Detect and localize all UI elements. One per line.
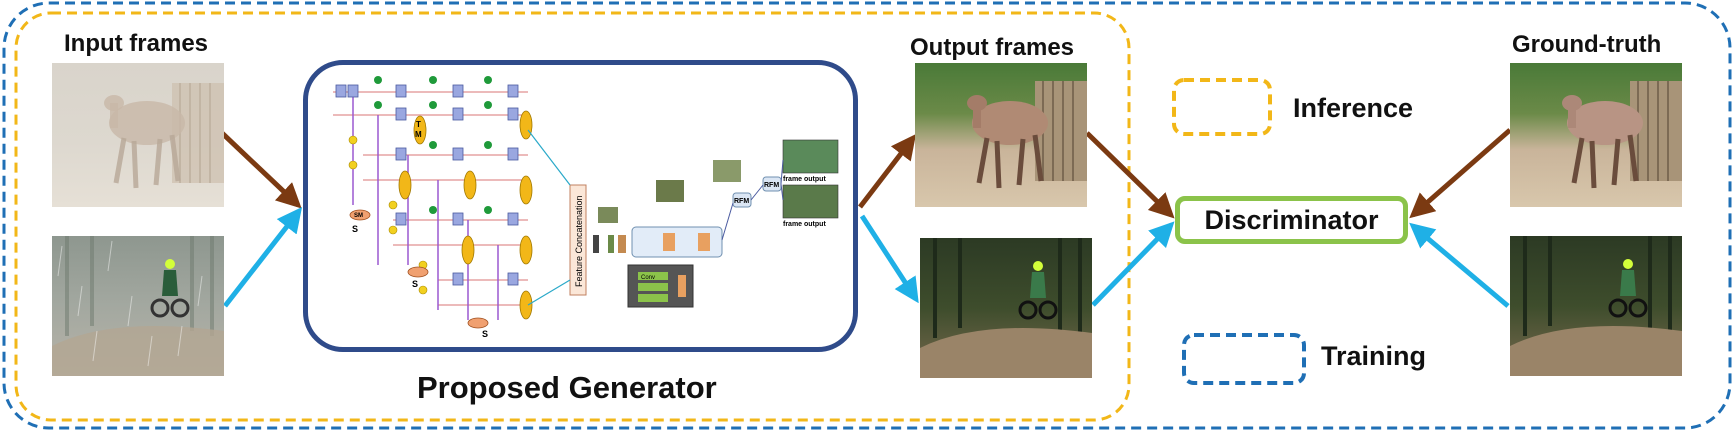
s2-label: S (412, 279, 418, 289)
generator-title: Proposed Generator (417, 370, 717, 405)
discriminator-box: Discriminator (1175, 196, 1408, 244)
arrow-generator-to-output2 (859, 214, 919, 304)
discriminator-label: Discriminator (1204, 204, 1379, 235)
feature-concat-label: Feature Concatenation (574, 195, 584, 287)
input-frames-label: Input frames (64, 30, 209, 57)
o-prev-frame-output-label: frame output (783, 176, 826, 183)
output-frames-label: Output frames (910, 34, 1075, 61)
input-frame-moto-rainy (52, 236, 224, 376)
ground-truth-frame-camel (1510, 63, 1682, 207)
moto-rainy-image (52, 236, 224, 376)
conv-label: Conv (641, 275, 655, 281)
moto-gt-image (1510, 236, 1682, 376)
camel-gt-image (1562, 81, 1682, 189)
generator-box: T M SM S S S Feature Concatenation Conv … (303, 60, 858, 352)
inference-region (14, 11, 1131, 422)
arrow-gt2-to-discriminator (1409, 222, 1510, 308)
rfm-label-1: RFM (734, 198, 749, 205)
inference-legend-label: Inference (1293, 93, 1414, 123)
training-legend-swatch (1182, 333, 1306, 385)
s3-label: S (482, 329, 488, 339)
tm-t-label: T (416, 120, 421, 129)
rfm-label-2: RFM (764, 182, 779, 189)
generator-schematic: T M SM S S S Feature Concatenation Conv … (333, 76, 839, 339)
arrow-generator-to-output1 (858, 134, 917, 209)
o-frame-output-label: frame output (783, 221, 826, 228)
output-frame-camel (915, 63, 1087, 207)
ground-truth-frame-moto (1510, 236, 1682, 376)
camel-clean-image (967, 81, 1087, 189)
arrow-output1-to-discriminator (1085, 131, 1175, 219)
feature-concat-block (569, 184, 587, 296)
sm-label: SM (354, 213, 363, 219)
moto-clean-image (920, 238, 1092, 378)
arrow-input2-to-generator (223, 207, 303, 308)
arrow-output2-to-discriminator (1091, 221, 1175, 307)
input-frame-camel-hazy (52, 63, 224, 207)
ground-truth-label: Ground-truth (1512, 31, 1662, 58)
camel-hazy-image (104, 83, 224, 189)
training-legend-label: Training (1321, 341, 1427, 371)
s1-label: S (352, 224, 358, 234)
output-frame-moto (920, 238, 1092, 378)
inference-legend-swatch (1172, 78, 1272, 136)
arrow-input1-to-generator (220, 131, 302, 209)
arrow-gt1-to-discriminator (1409, 128, 1512, 219)
tm-m-label: M (415, 130, 422, 139)
